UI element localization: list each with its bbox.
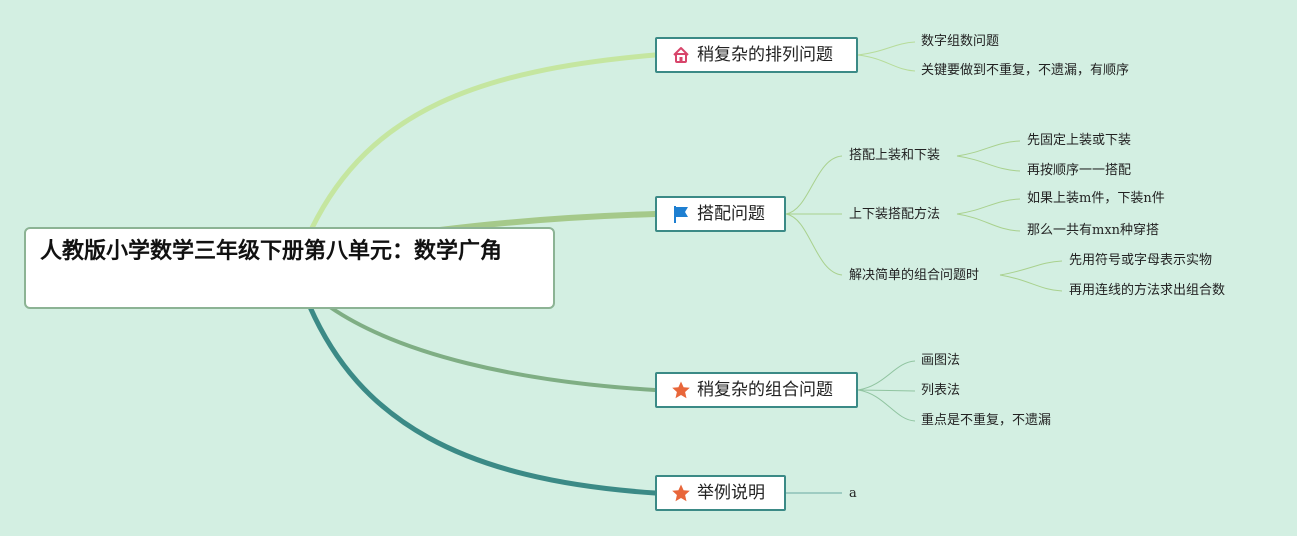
star-icon [672, 484, 690, 502]
branch-label: 稍复杂的组合问题 [697, 380, 833, 400]
leaf-digit-grouping[interactable]: 数字组数问题 [921, 34, 1000, 49]
branch-label: 稍复杂的排列问题 [697, 45, 833, 65]
leaf-simple-combination[interactable]: 解决简单的组合问题时 [849, 268, 980, 283]
branch-matching-problem[interactable]: 搭配问题 [655, 196, 786, 232]
branch-examples[interactable]: 举例说明 [655, 475, 786, 511]
branch-line-permutation [309, 52, 658, 231]
leaf-connect-lines[interactable]: 再用连线的方法求出组合数 [1069, 283, 1226, 298]
home-icon [673, 47, 689, 63]
central-topic[interactable]: 人教版小学数学三年级下册第八单元：数学广角 [24, 227, 555, 309]
flag-icon [674, 206, 688, 223]
leaf-key-principle[interactable]: 关键要做到不重复，不遗漏，有顺序 [921, 63, 1130, 78]
leaf-example-a[interactable]: a [849, 486, 857, 501]
leaf-fix-first[interactable]: 先固定上装或下装 [1027, 133, 1132, 148]
leaf-key-point[interactable]: 重点是不重复，不遗漏 [921, 413, 1052, 428]
central-topic-title: 人教版小学数学三年级下册第八单元：数学广角 [40, 239, 503, 264]
branch-line-matching [437, 211, 658, 233]
branch-label: 搭配问题 [697, 204, 765, 224]
leaf-use-symbols[interactable]: 先用符号或字母表示实物 [1069, 253, 1213, 268]
branch-line-combination [328, 305, 657, 392]
branch-label: 举例说明 [697, 483, 765, 503]
leaf-drawing-method[interactable]: 画图法 [921, 353, 961, 368]
branch-permutation-problem[interactable]: 稍复杂的排列问题 [655, 37, 858, 73]
branch-line-example [307, 304, 658, 496]
leaf-mxn-total[interactable]: 那么一共有mxn种穿搭 [1027, 223, 1160, 238]
leaf-matching-method[interactable]: 上下装搭配方法 [849, 207, 941, 222]
leaf-m-n-pieces[interactable]: 如果上装m件，下装n件 [1027, 191, 1165, 206]
leaf-top-bottom-matching[interactable]: 搭配上装和下装 [849, 148, 941, 163]
leaf-in-order[interactable]: 再按顺序一一搭配 [1027, 163, 1132, 178]
star-icon [672, 381, 690, 399]
leaf-table-method[interactable]: 列表法 [921, 383, 961, 398]
branch-combination-problem[interactable]: 稍复杂的组合问题 [655, 372, 858, 408]
